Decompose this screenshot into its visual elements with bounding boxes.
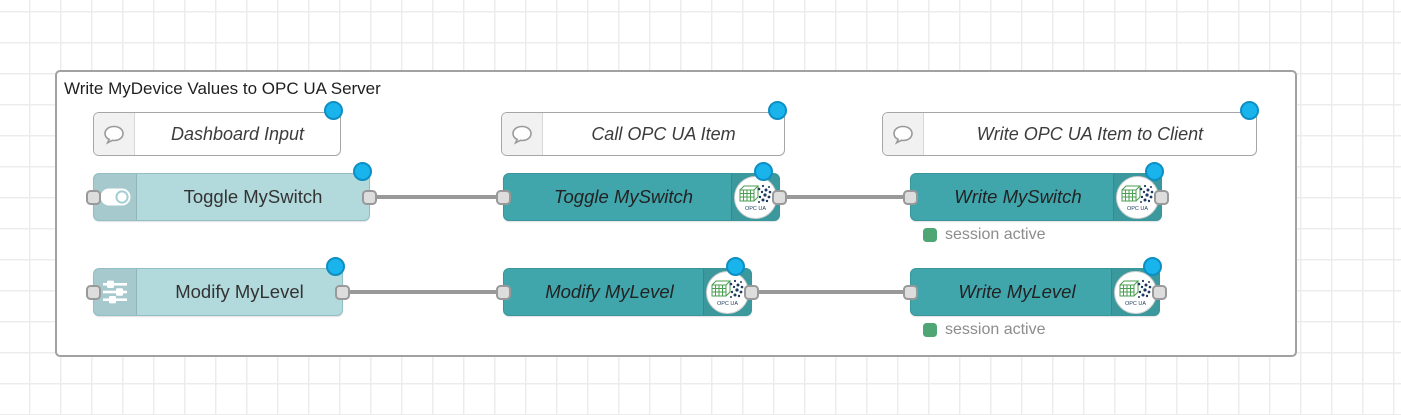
node-label: Write OPC UA Item to Client [976, 123, 1204, 144]
node-label: Modify MyLevel [545, 281, 674, 302]
speech-bubble-icon [883, 113, 924, 155]
output-port[interactable] [335, 284, 350, 300]
node-label: Toggle MySwitch [183, 186, 323, 207]
opcua-badge-strip: OPC UA [1111, 269, 1159, 315]
toggle-switch-icon [94, 174, 137, 220]
changed-indicator-dot [324, 101, 343, 120]
output-port[interactable] [1154, 189, 1169, 205]
wire-opcua-toggle-to-write[interactable] [778, 195, 914, 199]
svg-text:OPC UA: OPC UA [745, 206, 766, 212]
opcua-logo-icon: OPC UA [734, 175, 777, 219]
comment-node-dashboard-input[interactable]: Dashboard Input [93, 101, 343, 156]
input-port[interactable] [86, 189, 101, 205]
svg-text:OPC UA: OPC UA [717, 301, 738, 307]
changed-indicator-dot [754, 162, 773, 181]
input-port[interactable] [496, 284, 511, 300]
status-connected-indicator [923, 323, 937, 337]
speech-bubble-icon [502, 113, 543, 155]
wire-slider-to-opcua[interactable] [342, 290, 508, 294]
status-text: session active [945, 226, 1046, 243]
output-port[interactable] [362, 189, 377, 205]
speech-bubble-icon [94, 113, 135, 155]
opcua-badge-strip: OPC UA [703, 269, 751, 315]
output-port[interactable] [744, 284, 759, 300]
sliders-icon [94, 269, 137, 315]
status-text: session active [945, 321, 1046, 338]
output-port[interactable] [1152, 284, 1167, 300]
changed-indicator-dot [768, 101, 787, 120]
changed-indicator-dot [326, 257, 345, 276]
opcua-badge-strip: OPC UA [1113, 174, 1161, 220]
input-port[interactable] [496, 189, 511, 205]
wire-opcua-modify-to-write[interactable] [750, 290, 914, 294]
comment-node-write-opcua-item[interactable]: Write OPC UA Item to Client [882, 101, 1259, 156]
changed-indicator-dot [1145, 162, 1164, 181]
node-status: session active [923, 226, 1046, 244]
svg-text:OPC UA: OPC UA [1125, 301, 1146, 307]
opcua-logo-icon: OPC UA [1116, 175, 1159, 219]
node-label: Write MySwitch [954, 186, 1082, 207]
node-label: Write MyLevel [958, 281, 1076, 302]
node-label: Modify MyLevel [175, 281, 304, 302]
svg-text:OPC UA: OPC UA [1127, 206, 1148, 212]
ui-slider-node-modify-mylevel[interactable]: Modify MyLevel [86, 257, 350, 316]
input-port[interactable] [86, 284, 101, 300]
comment-node-call-opcua-item[interactable]: Call OPC UA Item [501, 101, 787, 156]
opcua-logo-icon: OPC UA [1114, 270, 1157, 314]
changed-indicator-dot [726, 257, 745, 276]
opcua-logo-icon: OPC UA [706, 270, 749, 314]
wire-toggle-to-opcua[interactable] [372, 195, 508, 199]
group-title: Write MyDevice Values to OPC UA Server [64, 79, 381, 98]
node-label: Dashboard Input [170, 123, 305, 144]
input-port[interactable] [903, 284, 918, 300]
ui-switch-node-toggle-myswitch[interactable]: Toggle MySwitch [86, 162, 377, 221]
status-connected-indicator [923, 228, 937, 242]
input-port[interactable] [903, 189, 918, 205]
node-status: session active [923, 321, 1046, 339]
changed-indicator-dot [1240, 101, 1259, 120]
changed-indicator-dot [353, 162, 372, 181]
opcua-item-node-modify-mylevel[interactable]: Modify MyLevel [496, 257, 759, 316]
opcua-client-node-write-myswitch[interactable]: Write MySwitch [903, 162, 1169, 221]
output-port[interactable] [772, 189, 787, 205]
opcua-client-node-write-mylevel[interactable]: Write MyLevel [903, 257, 1167, 316]
node-label: Toggle MySwitch [553, 186, 694, 207]
node-label: Call OPC UA Item [591, 123, 736, 144]
changed-indicator-dot [1143, 257, 1162, 276]
opcua-item-node-toggle-myswitch[interactable]: Toggle MySwitch [496, 162, 787, 221]
